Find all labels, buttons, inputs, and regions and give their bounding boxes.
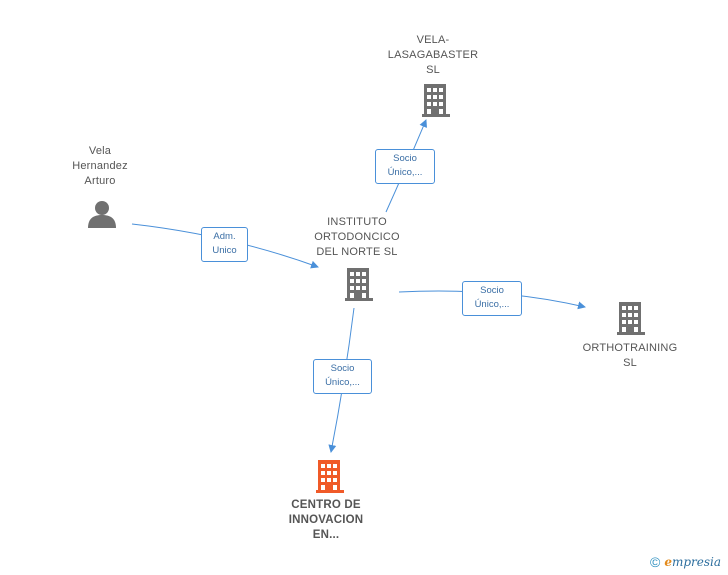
- edge-label-socio-unico[interactable]: Socio Único,...: [462, 281, 522, 316]
- brand-name: empresia: [664, 555, 721, 569]
- edge-label-line: Socio: [393, 153, 417, 164]
- brand-initial: e: [664, 555, 672, 569]
- edge-label-socio-unico[interactable]: Socio Único,...: [375, 149, 435, 184]
- node-label-line: SL: [623, 357, 637, 369]
- person-icon[interactable]: [88, 201, 116, 228]
- node-label-line: INNOVACION: [288, 514, 364, 526]
- building-icon[interactable]: [345, 268, 373, 301]
- edge-label-line: Socio: [480, 285, 504, 296]
- copyright-icon: ©: [650, 554, 661, 570]
- brand-watermark: © empresia: [650, 554, 721, 570]
- edge-label-line: Único,...: [325, 377, 360, 388]
- edge-label-adm-unico[interactable]: Adm. Unico: [201, 227, 248, 262]
- node-label-line: ORTODONCICO: [314, 231, 400, 243]
- node-label-orthotraining[interactable]: ORTHOTRAINING SL: [571, 341, 689, 371]
- edge-label-line: Unico: [212, 245, 237, 256]
- node-label-line: Vela: [88, 145, 112, 157]
- node-label-line: EN...: [312, 529, 340, 541]
- node-label-vela-lasagabaster[interactable]: VELA- LASAGABASTER SL: [374, 33, 492, 78]
- node-label-line: LASAGABASTER: [387, 49, 479, 61]
- building-icon[interactable]: [617, 302, 645, 335]
- node-label-line: Arturo: [84, 175, 116, 187]
- edge-label-line: Único,...: [474, 299, 510, 310]
- node-label-line: VELA-: [416, 34, 450, 46]
- building-icon[interactable]: [422, 84, 450, 117]
- building-icon-highlighted[interactable]: [316, 460, 344, 493]
- node-label-line: DEL NORTE SL: [316, 246, 398, 258]
- node-label-instituto[interactable]: INSTITUTO ORTODONCICO DEL NORTE SL: [297, 215, 417, 260]
- node-label-centro[interactable]: CENTRO DE INNOVACION EN...: [266, 498, 386, 543]
- node-label-vela-hernandez[interactable]: Vela Hernandez Arturo: [50, 144, 150, 189]
- node-label-line: ORTHOTRAINING: [582, 342, 678, 354]
- node-label-line: Hernandez: [72, 160, 128, 172]
- edge-label-socio-unico[interactable]: Socio Único,...: [313, 359, 372, 394]
- node-label-line: SL: [426, 64, 440, 76]
- node-label-line: INSTITUTO: [327, 216, 387, 228]
- node-label-line: CENTRO DE: [291, 499, 361, 511]
- edge-label-line: Socio: [330, 363, 355, 374]
- brand-rest: mpresia: [671, 555, 722, 569]
- edge-label-line: Único,...: [387, 167, 423, 178]
- edge-label-line: Adm.: [213, 231, 236, 242]
